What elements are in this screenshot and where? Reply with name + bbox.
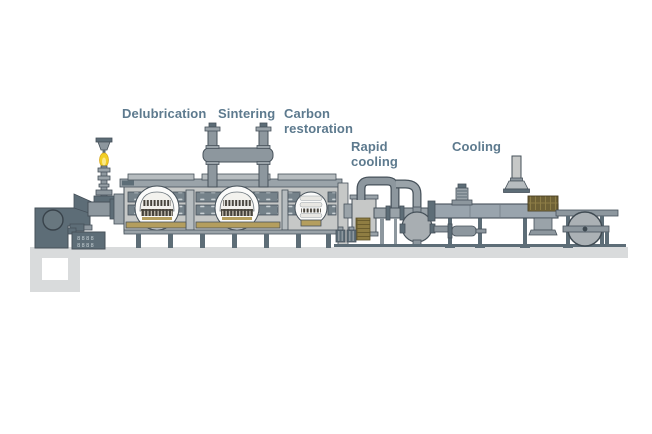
label-rapid-cooling: Rapid cooling	[351, 139, 398, 169]
chamber-delubrication	[125, 185, 187, 231]
chamber-sintering	[195, 185, 281, 231]
furnace-legs	[136, 234, 331, 248]
chamber-carbon-restoration	[287, 191, 337, 227]
label-sintering: Sintering	[218, 106, 275, 121]
exhaust-hood-icon	[503, 155, 530, 193]
factory-floor	[30, 247, 628, 292]
quench-tank	[401, 211, 433, 243]
cooling-fan-motor	[451, 183, 473, 206]
label-rapid-line1: Rapid	[351, 139, 388, 154]
fan-housing-icon	[42, 209, 64, 231]
control-display-row1: 8888	[77, 236, 95, 242]
label-delubrication-text: Delubrication	[122, 106, 207, 121]
label-carbon-restoration: Carbon restoration	[284, 106, 353, 136]
burner-stack	[93, 137, 115, 203]
control-display-row2: 8888	[77, 243, 95, 249]
inlet-chute	[73, 193, 127, 225]
label-sintering-text: Sintering	[218, 106, 276, 121]
label-cooling: Cooling	[452, 139, 501, 154]
label-delubrication: Delubrication	[122, 106, 206, 121]
label-rapid-line2: cooling	[351, 154, 398, 169]
sintering-stacks	[202, 122, 274, 188]
radiator-core	[355, 217, 371, 241]
pump-units	[335, 226, 357, 243]
tray-stack	[527, 195, 559, 212]
discharge-pedestal	[528, 217, 558, 236]
label-cooling-text: Cooling	[452, 139, 502, 154]
label-carbon-line2: restoration	[284, 121, 354, 136]
control-box: 8888 8888	[67, 227, 106, 250]
label-carbon-line1: Carbon	[284, 106, 331, 121]
takeup-wheel	[562, 211, 610, 247]
feed-blower-unit	[34, 207, 93, 249]
cooling-tube	[427, 183, 559, 248]
